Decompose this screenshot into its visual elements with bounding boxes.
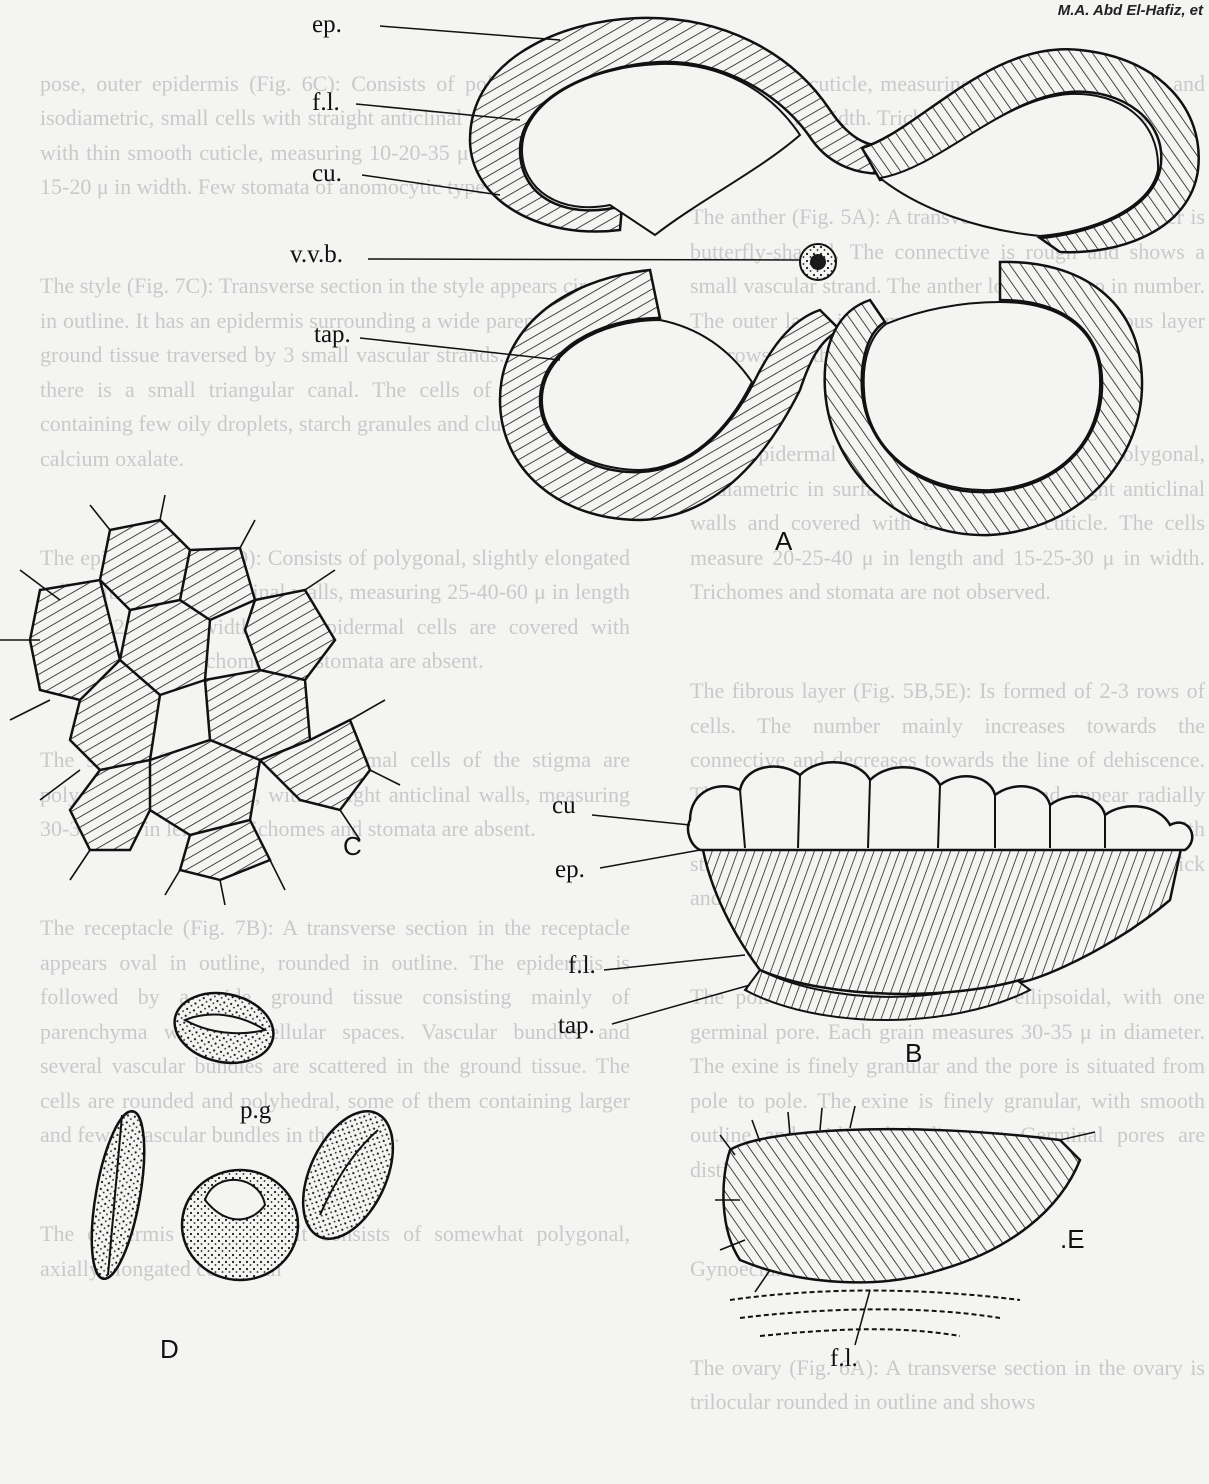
label-cu-b: cu <box>552 792 576 819</box>
tapetum-remnants <box>730 1291 1020 1336</box>
fibrous-mass <box>723 1129 1080 1282</box>
figure-b-wall-layers: cu ep. f.l. tap. B <box>552 762 1192 1068</box>
pollen-grain-2 <box>82 1107 155 1282</box>
label-tap: tap. <box>314 321 351 348</box>
label-fl: f.l. <box>312 89 340 116</box>
label-pg: p.g <box>240 1097 272 1124</box>
label-cu: cu. <box>312 160 342 187</box>
leader-vvb <box>368 259 800 260</box>
label-ep-b: ep. <box>555 856 585 883</box>
label-fl-b: f.l. <box>568 952 596 979</box>
anther-locule-lower-right <box>864 302 1100 490</box>
panel-label-a: A <box>775 526 793 556</box>
leader-fl-e <box>855 1290 870 1345</box>
label-vvb: v.v.b. <box>290 241 343 268</box>
panel-label-c: C <box>343 831 362 861</box>
label-fl-e: f.l. <box>830 1345 858 1372</box>
leader-ep <box>380 26 560 40</box>
label-ep: ep. <box>312 11 342 38</box>
panel-label-e: .E <box>1060 1224 1085 1254</box>
botanical-plate: ep. f.l. cu. v.v.b. tap. A C cu ep. f.l.… <box>0 0 1209 1372</box>
panel-label-b: B <box>905 1038 922 1068</box>
vascular-bundle-core <box>810 254 826 270</box>
leader-fl-b <box>604 955 745 970</box>
pollen-grain-4 <box>285 1097 411 1252</box>
figure-a-anther-section: ep. f.l. cu. v.v.b. tap. A <box>290 11 1199 556</box>
leader-cu-b <box>592 815 690 825</box>
leader-tap-b <box>612 985 750 1024</box>
cell-network <box>30 520 370 880</box>
figure-d-pollen-grains: p.g D <box>82 984 412 1364</box>
label-tap-b: tap. <box>558 1012 595 1039</box>
figure-c-epidermis-surface: C <box>0 495 400 905</box>
panel-label-d: D <box>160 1334 179 1364</box>
leader-ep-b <box>600 850 700 868</box>
figure-e-fibrous-layer: f.l. .E <box>715 1106 1095 1372</box>
